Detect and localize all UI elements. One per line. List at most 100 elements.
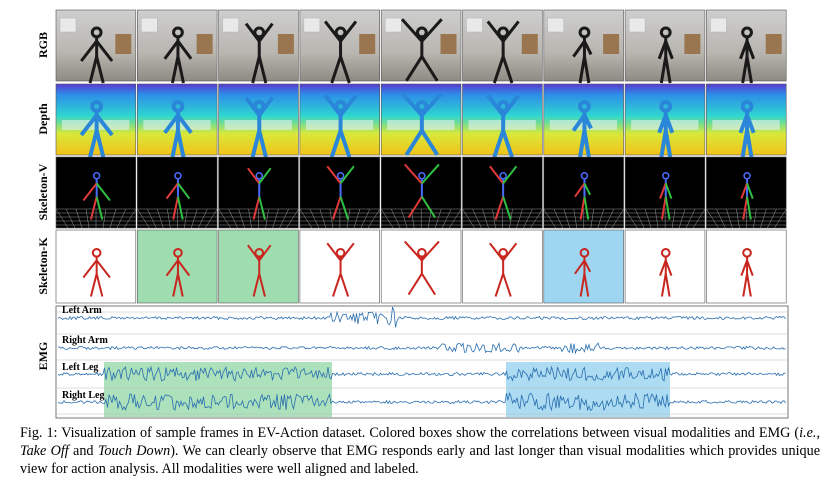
skeleton-v-grid [228,208,238,229]
rgb-person-right-leg [501,56,514,84]
rgb-window [141,17,158,33]
skeleton-v-grid [360,208,371,229]
skeleton-k-figure-right-arm [664,260,673,276]
skeleton-v-grid [716,208,726,229]
skeleton-v-grid [671,208,676,229]
skeleton-v-grid [706,208,719,229]
depth-person-left-arm [657,114,668,134]
skeleton-v-grid [400,208,408,229]
skeleton-v-left-leg [407,196,423,219]
skeleton-v-grid [319,208,327,229]
skeleton-v-left-arm [489,165,504,185]
depth-person-right-arm [420,91,444,117]
rgb-person-right-leg [582,56,591,84]
skeleton-v-grid [553,208,564,229]
depth-person-right-leg [338,129,352,158]
rgb-person-left-arm [486,20,505,43]
skeleton-v-grid [590,208,595,229]
skeleton-v-grid [462,208,475,229]
skeleton-v-grid [624,208,638,229]
skeleton-v-grid [448,208,462,229]
depth-person-right-leg [582,130,591,158]
rgb-person-left-arm [739,40,749,60]
skeleton-v-right-leg [176,196,184,220]
rgb-person-right-arm [258,22,274,43]
skeleton-v-grid [604,208,615,229]
skeleton-k-figure-right-arm [421,240,440,262]
skeleton-v-grid [147,208,157,229]
depth-person-right-arm [338,94,358,117]
skeleton-v-right-leg [421,196,436,219]
skeleton-k-figure-left-leg [252,273,261,297]
skeleton-k-figure-left-arm [82,259,98,279]
skeleton-v-left-arm [574,182,586,198]
rgb-person-right-leg [745,56,753,84]
skeleton-v-head [743,172,751,180]
skeleton-k-figure-left-leg [172,273,179,297]
emg-trace-1 [58,341,786,355]
rgb-person-left-arm [657,40,668,60]
emg-trace-3 [57,391,786,412]
skeleton-v-grid [218,208,231,229]
skeleton-v-left-leg [252,196,261,220]
skeleton-v-grid [472,208,482,229]
rgb-person-left-leg [251,56,261,84]
rgb-person-left-arm [80,40,98,62]
skeleton-v-grid [85,208,90,229]
skeleton-v-grid [205,208,218,229]
rgb-cabinet [196,34,213,54]
depth-person-right-leg [175,130,186,158]
skeleton-v-left-leg [89,196,98,220]
emg-label-left-leg: Left Leg [62,362,98,373]
rgb-person-left-leg [88,56,99,84]
depth-person-left-arm [163,113,180,135]
skeleton-v-left-arm [326,165,342,185]
depth-person-right-leg [745,130,754,158]
depth-person-right-arm [176,113,193,135]
skeleton-v-grid [329,208,334,229]
rgb-cabinet [684,34,701,54]
skeleton-v-grid [116,208,127,229]
skeleton-v-grid [441,208,452,229]
rgb-person-right-arm [339,20,358,43]
rgb-person-right-leg [257,56,268,84]
skeleton-k-figure-right-arm [583,259,592,273]
depth-person-left-leg [492,129,506,158]
skeleton-v-grid [563,208,571,229]
depth-person-left-arm [400,91,424,117]
skeleton-v-grid [184,208,188,229]
row-label-depth: Depth [36,103,50,135]
skeleton-k-figure-left-leg [332,273,342,297]
skeleton-v-grid [726,208,733,229]
skeleton-v-grid [167,208,171,229]
skeleton-k-figure-left-leg [407,273,423,296]
rgb-row [55,9,787,84]
rgb-cabinet [765,34,782,54]
skeleton-k-figure-left-arm [659,260,667,276]
depth-person-right-arm [95,113,114,137]
skeleton-v-head [580,172,589,180]
rgb-person-left-arm [572,40,586,58]
skeleton-v-grid [248,208,252,229]
rgb-person-right-leg [176,56,185,84]
depth-person-left-arm [323,94,343,117]
skeleton-v-grid [157,208,164,229]
skeleton-k-figure-right-leg [421,273,436,296]
skeleton-v-head [418,172,426,180]
skeleton-k-figure-left-arm [489,242,504,262]
skeleton-v-grid [753,208,757,229]
rgb-cabinet [359,34,376,54]
emg-highlight-take-off [104,362,332,417]
skeleton-v-left-arm [404,163,423,185]
depth-person-left-arm [244,96,261,117]
skeleton-v-head [662,172,670,180]
skeleton-k-figure-right-leg [583,273,590,297]
caption-take-off: Take Off [20,443,69,459]
skeleton-v-right-arm [95,182,111,202]
skeleton-v-left-leg [660,196,667,220]
caption-mid2: and [68,443,98,459]
skeleton-v-grid [390,208,401,229]
skeleton-v-grid [137,208,150,229]
emg-label-right-leg: Right Leg [62,390,105,401]
skeleton-v-left-arm [82,182,98,202]
